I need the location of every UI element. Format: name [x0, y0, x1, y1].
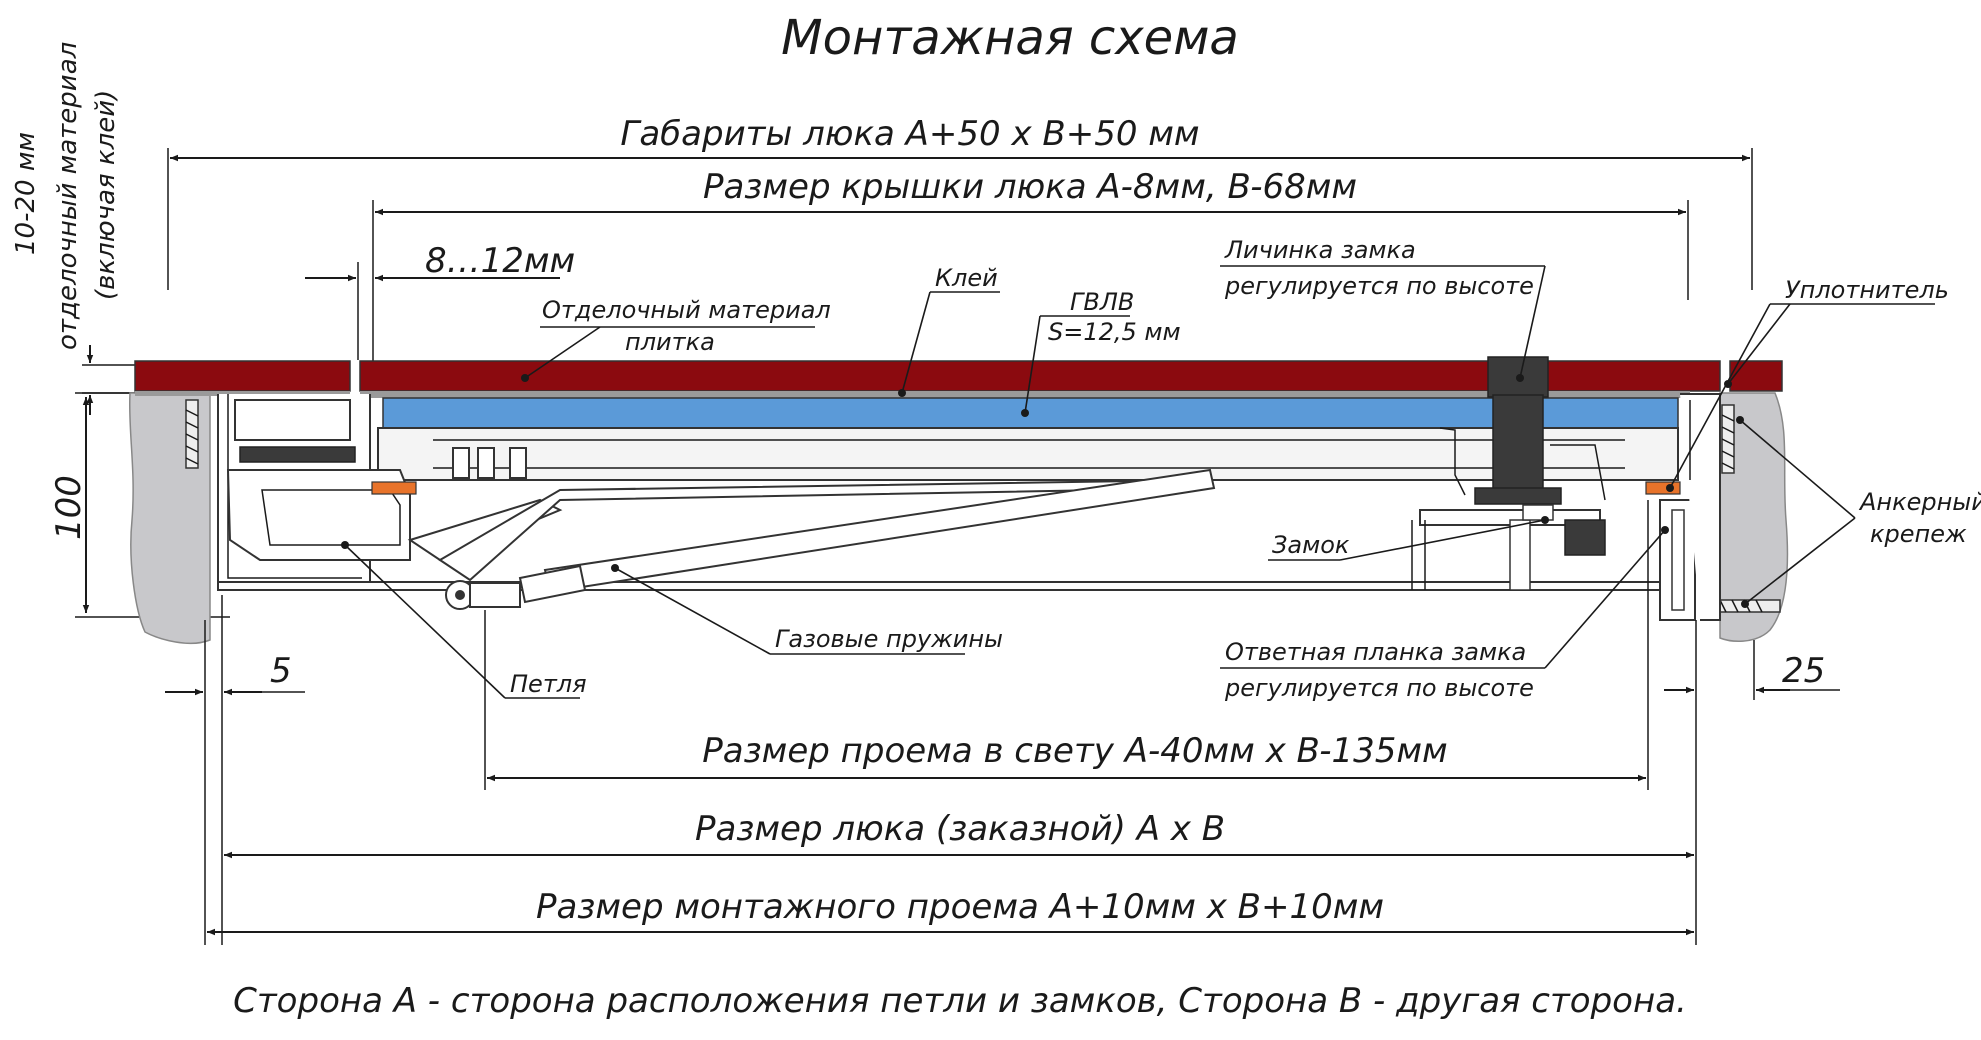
label-lock: Замок: [1268, 516, 1549, 561]
label-strike-plate: Ответная планка замка регулируется по вы…: [1220, 526, 1669, 702]
anchor-screw-left: [185, 399, 199, 469]
dim-cover-size-label: Размер крышки люка A-8мм, B-68мм: [703, 167, 1357, 207]
side-note-line2: отделочный материал: [53, 42, 83, 350]
label-anchor-line2: крепеж: [1870, 520, 1967, 548]
label-strike-line1: Ответная планка замка: [1225, 638, 1526, 666]
label-finish-material: Отделочный материал плитка: [521, 296, 831, 382]
label-finish-material-line1: Отделочный материал: [542, 296, 831, 324]
dim-gap-label: 8…12мм: [425, 241, 575, 281]
label-gvl-line1: ГВЛВ: [1070, 288, 1134, 316]
label-lock-text: Замок: [1272, 531, 1350, 559]
label-gas-springs-text: Газовые пружины: [775, 625, 1003, 653]
frame: [217, 393, 1721, 621]
label-seal-text: Уплотнитель: [1785, 276, 1949, 304]
label-seal: Уплотнитель: [1666, 276, 1949, 492]
dim-right-offset-label: 25: [1782, 651, 1825, 691]
dim-height: 100: [49, 392, 230, 618]
label-gas-springs: Газовые пружины: [611, 564, 1003, 655]
dim-hatch-size: Размер люка (заказной) A x B: [224, 809, 1694, 859]
anchor-screw-right: [1721, 404, 1735, 474]
dim-clear-opening-label: Размер проема в свету A-40мм x B-135мм: [702, 731, 1447, 771]
dim-mounting-opening-label: Размер монтажного проема A+10мм x B+10мм: [536, 887, 1384, 927]
label-glue: Клей: [898, 264, 1000, 397]
side-note-line3: (включая клей): [91, 90, 121, 300]
label-finish-material-line2: плитка: [625, 328, 715, 356]
seal-right: [1645, 481, 1681, 495]
label-lock-cylinder: Личинка замка регулируется по высоте: [1220, 236, 1546, 382]
label-hinge: Петля: [341, 541, 587, 699]
seal-left: [371, 481, 417, 495]
dim-left-offset: 5: [165, 595, 305, 945]
label-lock-cylinder-line1: Личинка замка: [1224, 236, 1416, 264]
dim-hatch-size-label: Размер люка (заказной) A x B: [695, 809, 1225, 849]
label-hinge-text: Петля: [510, 670, 587, 698]
footer-note: Сторона A - сторона расположения петли и…: [233, 981, 1687, 1021]
label-strike-line2: регулируется по высоте: [1224, 674, 1534, 702]
dim-right-offset: 25: [1664, 620, 1840, 945]
dim-gap: 8…12мм: [305, 241, 575, 360]
gvl-board: [382, 397, 1679, 429]
tile-right: [1729, 360, 1783, 392]
side-note: 10-20 мм отделочный материал (включая кл…: [11, 42, 140, 415]
gas-spring: [518, 468, 1216, 604]
label-glue-text: Клей: [935, 264, 998, 292]
dim-mounting-opening: Размер монтажного проема A+10мм x B+10мм: [207, 887, 1694, 936]
diagram-title: Монтажная схема: [781, 10, 1239, 66]
dim-left-offset-label: 5: [270, 651, 292, 691]
wall-right: [1719, 392, 1789, 642]
label-lock-cylinder-line2: регулируется по высоте: [1224, 272, 1534, 300]
dim-hatch-overall: Габариты люка A+50 x B+50 мм: [167, 114, 1753, 290]
tile-left: [134, 360, 351, 392]
side-note-line1: 10-20 мм: [11, 132, 41, 255]
dim-cover-size: Размер крышки люка A-8мм, B-68мм: [372, 167, 1689, 370]
dim-hatch-overall-label: Габариты люка A+50 x B+50 мм: [620, 114, 1199, 154]
dim-clear-opening: Размер проема в свету A-40мм x B-135мм: [484, 500, 1649, 790]
glue-left: [135, 391, 350, 396]
glue-main: [360, 391, 1690, 398]
dim-height-label: 100: [49, 475, 89, 540]
lock-assembly: [1411, 356, 1606, 591]
label-gvl-line2: S=12,5 мм: [1048, 318, 1181, 346]
label-anchor-line1: Анкерный: [1858, 488, 1981, 516]
label-gvl: ГВЛВ S=12,5 мм: [1021, 288, 1181, 417]
label-anchor: Анкерный крепеж: [1736, 416, 1981, 608]
